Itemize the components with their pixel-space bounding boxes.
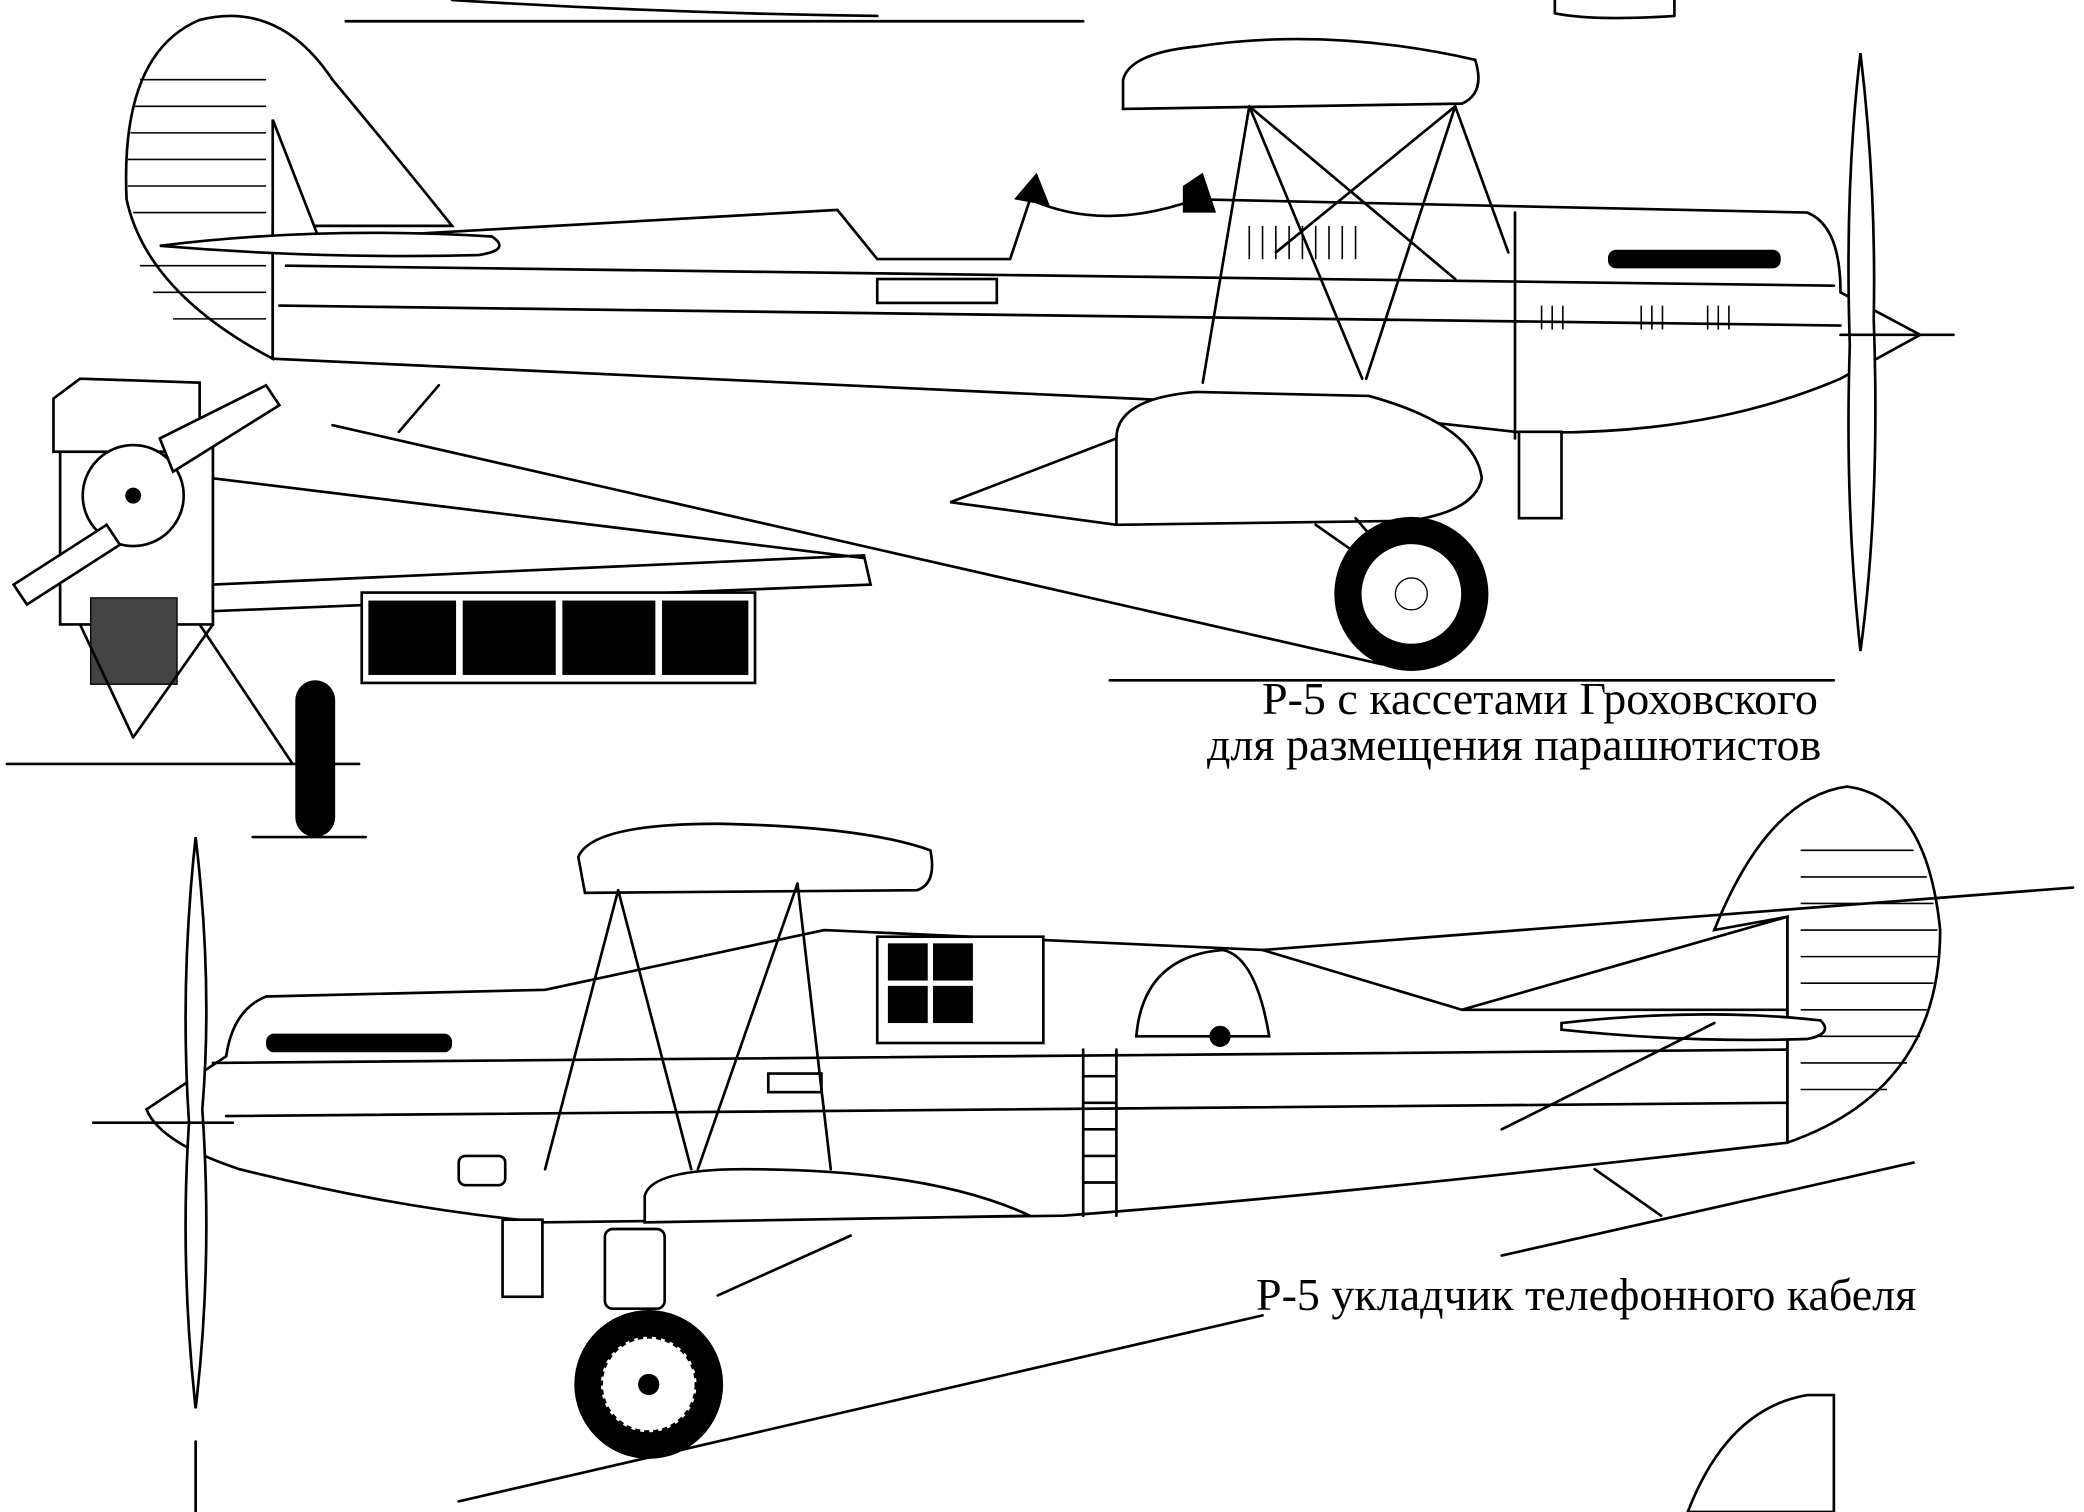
plane-2-side-view <box>92 785 2075 1503</box>
stabilizer <box>159 231 501 258</box>
cabin-windows <box>875 935 1045 1045</box>
caption-bottom: Р-5 укладчик телефонного кабеля <box>1256 1269 1917 1320</box>
plane-1-side-view <box>124 14 1955 682</box>
plane-1-front-view <box>5 377 873 839</box>
exhaust-stacks <box>1608 249 1781 269</box>
cable-drum <box>1134 948 1271 1038</box>
upper-wing <box>1121 37 1480 111</box>
fuselage-2 <box>144 915 1789 1224</box>
caption-top-line2: для размещения парашютистов <box>1207 719 1822 770</box>
upper-wing-2 <box>576 822 934 895</box>
tail-fin-2 <box>1712 785 1942 1145</box>
parachutist-cassettes <box>360 591 757 685</box>
lower-wing-2 <box>643 1167 1031 1224</box>
propeller <box>1847 52 1877 652</box>
bottom-cutoff-fragments <box>194 1393 1836 1512</box>
ladder <box>1081 1048 1118 1218</box>
stabilizer-2 <box>1560 1013 1827 1042</box>
caption-top-line1: Р-5 с кассетами Гроховского <box>1262 673 1818 724</box>
lower-wing-cassette <box>949 390 1484 527</box>
top-cutoff-fragments <box>344 0 1676 23</box>
